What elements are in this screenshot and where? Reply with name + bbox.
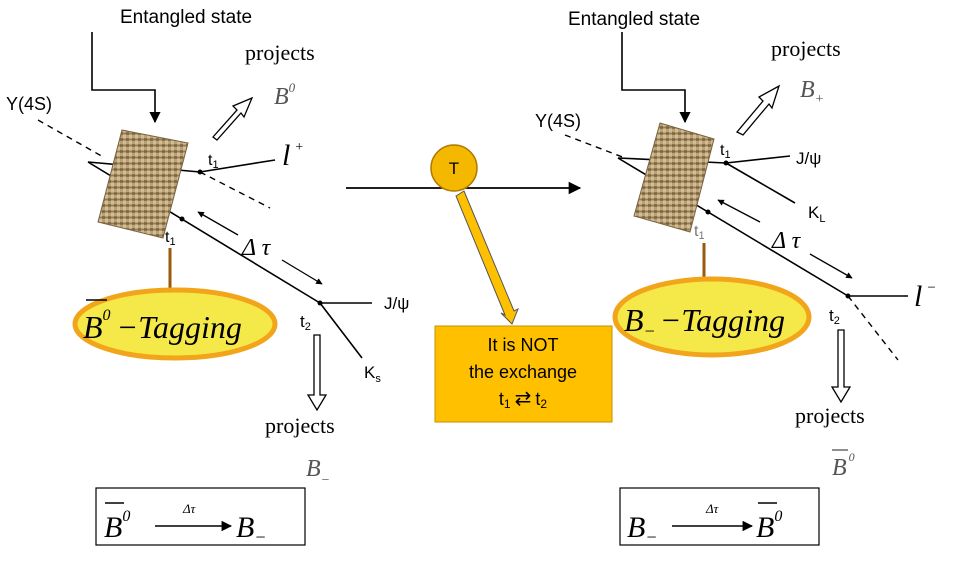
left-dtau-label: Δ τ	[241, 235, 272, 261]
left-b0-label: B0	[274, 80, 296, 110]
right-tagging-label: B−−Tagging	[624, 302, 785, 341]
note-line3: t1⇄t2	[499, 388, 547, 411]
right-diagram: Entangled state Y(4S) t1 J/ψ KL projects…	[535, 9, 936, 547]
right-projects-top-arrow	[735, 84, 781, 136]
middle-section: T It is NOT the exchange t1⇄t2	[346, 144, 613, 423]
left-vertex-t1-lower	[179, 216, 185, 222]
left-vertex-t1-upper	[197, 169, 203, 175]
right-projects-bottom-arrow	[830, 329, 852, 404]
right-eq-bminus: B−	[627, 511, 657, 547]
t-note-arrow	[455, 190, 519, 325]
left-projects-bottom-arrow	[306, 334, 328, 412]
right-entangled-label: Entangled state	[568, 9, 700, 30]
right-upsilon-label: Y(4S)	[535, 111, 581, 131]
right-dtau-arrow-up	[717, 199, 761, 223]
right-entangled-arrow	[621, 32, 691, 124]
left-projects-bottom-label: projects	[265, 413, 335, 438]
t-operator-circle	[430, 144, 478, 192]
right-projects-top-label: projects	[771, 36, 841, 61]
left-t1-lower-label: t1	[165, 229, 176, 248]
right-eq-b0: B0	[756, 508, 782, 544]
right-jpsi-track	[725, 155, 791, 164]
left-ks-label: Ks	[364, 363, 381, 385]
left-diagram: Entangled state Y(4S) t1 l+ projects B0 …	[6, 7, 409, 547]
right-vertex-t1-lower	[705, 209, 711, 215]
right-t1-lower-label: t1	[694, 223, 705, 242]
left-entanglement-patch	[97, 129, 189, 239]
left-eq-b0: B0	[104, 508, 130, 544]
left-t1-upper-label: t1	[208, 152, 219, 171]
note-line1: It is NOT	[488, 335, 559, 355]
left-tagging-label: B0−Tagging	[83, 307, 242, 345]
left-entangled-label: Entangled state	[120, 7, 252, 28]
left-equation-box	[95, 487, 306, 546]
right-t2-label: t2	[829, 306, 840, 327]
right-upsilon-line	[564, 134, 626, 159]
right-dashed-track	[847, 295, 899, 361]
left-upsilon-label: Y(4S)	[6, 94, 52, 114]
right-equation-box	[619, 487, 820, 546]
left-dashed-track	[199, 171, 271, 209]
right-t1-upper-label: t1	[720, 142, 731, 161]
right-eq-dtau: Δτ	[705, 501, 720, 516]
right-entanglement-patch	[633, 122, 715, 233]
note-box	[434, 325, 613, 423]
left-eq-dtau: Δτ	[182, 501, 197, 516]
left-tagging-ellipse	[72, 287, 278, 361]
note-line2: the exchange	[469, 362, 577, 382]
left-upsilon-line	[37, 119, 106, 159]
left-dtau-arrow-down	[281, 259, 323, 285]
left-bminus-label: B−	[306, 456, 330, 488]
right-dtau-label: Δ τ	[771, 228, 802, 254]
left-dtau-arrow-up	[197, 211, 239, 236]
right-tagging-ellipse	[612, 276, 812, 358]
left-t2-label: t2	[300, 312, 311, 333]
right-jpsi-label: J/ψ	[796, 149, 821, 168]
left-entangled-arrow	[91, 32, 161, 124]
right-projects-bottom-label: projects	[795, 403, 865, 428]
left-eq-bminus: B−	[236, 511, 266, 547]
left-projects-top-label: projects	[245, 40, 315, 65]
right-lepton-label: l−	[914, 280, 936, 313]
right-bplus-label: B+	[800, 77, 824, 107]
left-lepton-track	[199, 159, 276, 173]
right-dtau-arrow-down	[809, 253, 853, 279]
right-kl-track	[725, 162, 796, 204]
left-jpsi-label: J/ψ	[384, 294, 409, 313]
left-ks-track	[319, 302, 363, 359]
left-projects-top-arrow	[212, 96, 254, 141]
t-operator-label: T	[449, 159, 459, 178]
right-kl-label: KL	[808, 203, 825, 225]
left-lepton-label: l+	[282, 139, 304, 172]
